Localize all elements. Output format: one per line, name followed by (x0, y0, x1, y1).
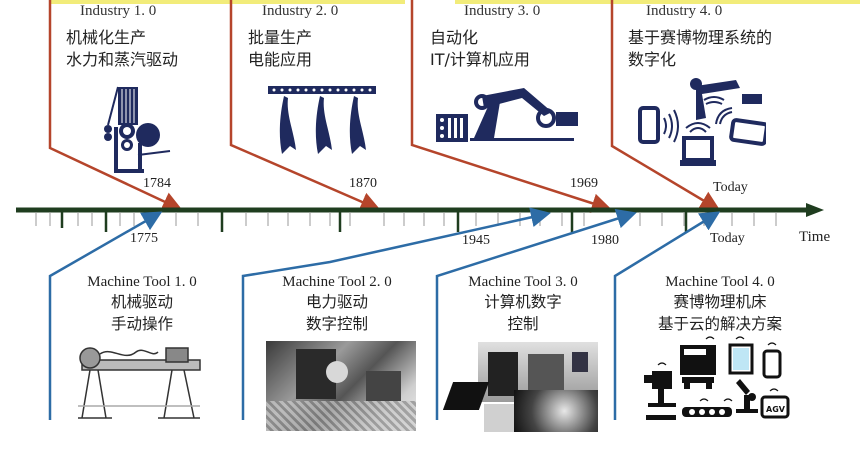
machine-tool-1-text: Machine Tool 1. 0 机械驱动 手动操作 (62, 274, 222, 335)
top-band-right (455, 0, 860, 4)
robot-arm-icon (436, 88, 578, 142)
cnc-machine-photo (442, 342, 598, 432)
time-axis-label: Time (799, 229, 831, 245)
industry-1-line1: 机械化生产 (66, 28, 147, 47)
conveyor-icon (268, 86, 376, 154)
machine-tool-2-year: 1945 (462, 233, 490, 248)
machine-tool-2-title: Machine Tool 2. 0 (282, 274, 392, 290)
industry-2-desc: 批量生产 电能应用 (248, 27, 312, 71)
industry-1-year: 1784 (143, 176, 171, 191)
machine-tool-4-year: Today (710, 231, 745, 246)
industry-4-line1: 基于赛博物理系统的 (628, 28, 773, 47)
industry-4-year: Today (713, 180, 748, 195)
machine-tool-3-line1: 计算机数字 (484, 293, 562, 311)
industry-2-title: Industry 2. 0 (262, 3, 339, 19)
machine-tool-4-text: Machine Tool 4. 0 赛博物理机床 基于云的解决方案 (640, 274, 800, 335)
machine-tool-4-line1: 赛博物理机床 (673, 293, 767, 311)
agv-label: AGV (766, 405, 786, 414)
industry-4-title: Industry 4. 0 (646, 3, 723, 19)
industry-3-line1: 自动化 (430, 28, 479, 47)
industry-3-line2: IT/计算机应用 (430, 50, 530, 69)
machine-tool-2-text: Machine Tool 2. 0 电力驱动 数字控制 (257, 274, 417, 335)
timeline-axis (16, 203, 824, 232)
nc-machine-photo (266, 341, 416, 431)
machine-tool-3-year: 1980 (591, 233, 619, 248)
machine-tool-4-line2: 基于云的解决方案 (657, 315, 782, 333)
top-band-left (50, 0, 405, 4)
industry-3-desc: 自动化 IT/计算机应用 (430, 27, 530, 71)
machine-tool-3-title: Machine Tool 3. 0 (468, 274, 578, 290)
connected-devices-icon (638, 78, 766, 166)
loom-icon (104, 86, 171, 173)
machine-tool-1-year: 1775 (130, 231, 158, 246)
industry-3-title: Industry 3. 0 (464, 3, 541, 19)
industry-3-year: 1969 (570, 176, 598, 191)
machine-tool-3-text: Machine Tool 3. 0 计算机数字 控制 (448, 274, 598, 335)
machine-tool-1-line1: 机械驱动 (110, 293, 173, 311)
machine-tool-4-title: Machine Tool 4. 0 (665, 274, 775, 290)
iot-devices-icons: AGV (644, 336, 790, 420)
machine-tool-3-line2: 控制 (507, 315, 539, 333)
industry-2-line2: 电能应用 (248, 50, 313, 69)
lathe-engraving-image (78, 347, 201, 419)
industry-2-year: 1870 (349, 176, 377, 191)
industry-1-line2: 水力和蒸汽驱动 (66, 50, 179, 69)
industry-4-line2: 数字化 (628, 50, 677, 69)
machine-tool-1-line2: 手动操作 (110, 315, 173, 333)
machine-tool-2-line1: 电力驱动 (305, 293, 368, 311)
machine-tool-2-line2: 数字控制 (305, 315, 368, 333)
industry-1-title: Industry 1. 0 (80, 3, 157, 19)
industry-1-desc: 机械化生产 水力和蒸汽驱动 (66, 27, 178, 71)
machine-tool-1-title: Machine Tool 1. 0 (87, 274, 197, 290)
industry-brackets (48, 0, 721, 213)
machine-tool-brackets (48, 207, 721, 420)
industry-4-desc: 基于赛博物理系统的 数字化 (628, 27, 772, 71)
industry-2-line1: 批量生产 (248, 28, 313, 47)
